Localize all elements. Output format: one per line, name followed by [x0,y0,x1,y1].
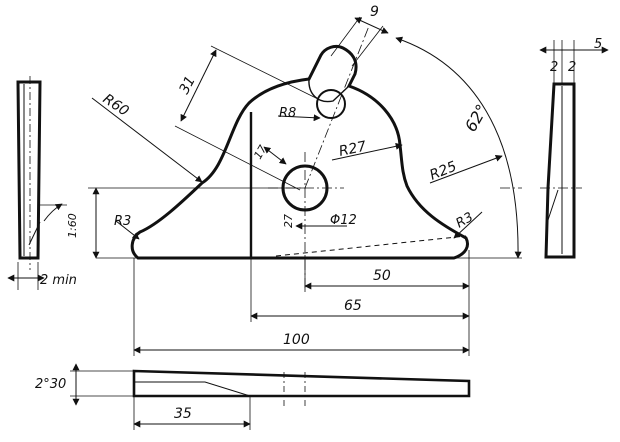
label-5: 5 [594,37,602,52]
label-62-degrees: 62° [461,101,492,135]
left-side-view-outline [16,80,42,260]
dim-31-ext-a [174,125,301,191]
r25-leader [429,154,503,184]
label-100: 100 [283,332,310,348]
right-side-view-outline [544,82,576,259]
left-angle-arc [43,203,63,222]
dim-17-line [263,146,287,165]
left-side-view-taper-line [28,221,41,246]
r3-left-leader [115,220,140,240]
label-35: 35 [174,406,192,422]
label-27: 27 [282,214,295,228]
label-31: 31 [176,74,198,97]
label-17: 17 [251,143,269,162]
r27-leader [331,142,403,161]
slot-inner-line [308,54,350,103]
bottom-view-taper-line [134,381,251,397]
left-side-view [7,76,67,290]
label-2-right-a: 2 [550,60,558,75]
label-r60: R60 [100,91,132,120]
dashed-inner-line [275,235,467,257]
front-view [88,16,522,356]
label-2-right-b: 2 [568,60,576,75]
label-1-60: 1:60 [66,213,79,238]
label-r3-right: R3 [454,210,476,232]
label-phi12: Φ12 [330,213,357,228]
r3-right-leader [453,211,483,239]
angle-62-arc [395,36,522,259]
right-side-view-taper-line [547,189,559,221]
bottom-view-outline [132,369,471,398]
label-r8: R8 [279,106,296,121]
bottom-view [70,363,471,430]
label-2-min: 2 min [40,273,77,288]
label-50: 50 [373,268,391,284]
r60-leader [91,97,203,183]
label-2-30: 2°30 [35,377,66,392]
label-r27: R27 [338,139,368,160]
r8-leader [277,114,321,122]
label-r3-left: R3 [114,214,131,229]
label-9: 9 [370,4,379,20]
slot-r8-circle [316,89,346,119]
dim-9-ext-b [351,25,384,67]
dim-31-ext-b [210,45,321,101]
dim-9-line [354,17,389,34]
slot-centerline [304,25,370,189]
dim-31-line [180,49,217,122]
label-65: 65 [344,298,362,314]
right-side-view [539,40,609,259]
label-r25: R25 [428,159,460,184]
